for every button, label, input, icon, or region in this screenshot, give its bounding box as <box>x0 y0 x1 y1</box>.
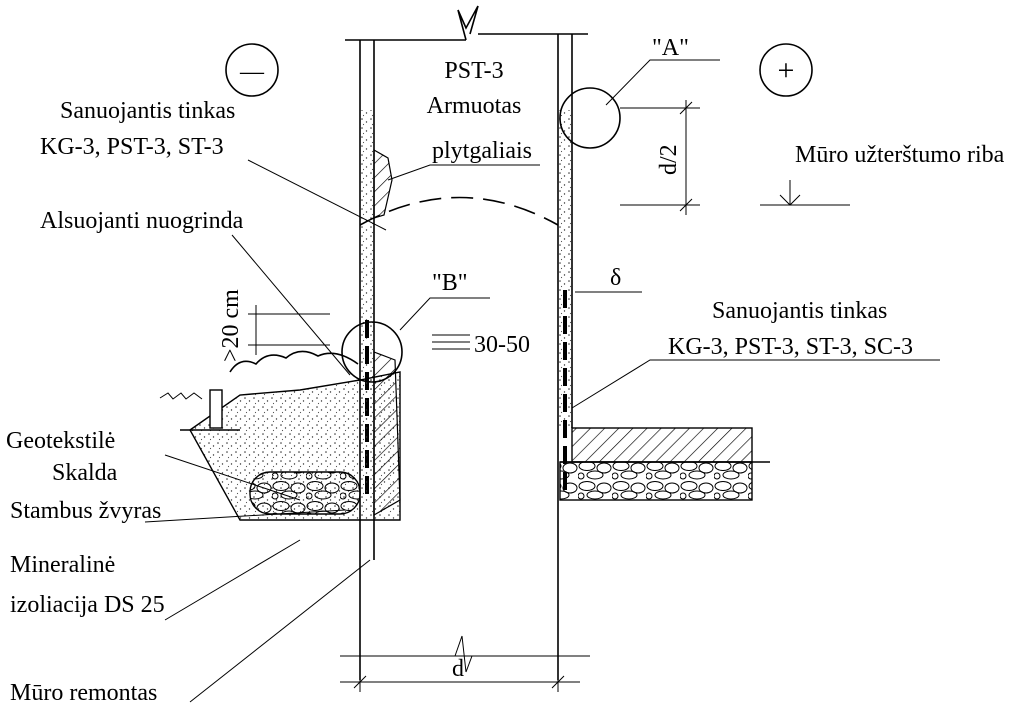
label-detail-a: "A" <box>652 35 689 61</box>
label-muro-remontas: Mūro remontas <box>10 680 157 704</box>
label-sanuojantis-right-1: Sanuojantis tinkas <box>712 298 887 324</box>
label-delta: δ <box>610 265 621 291</box>
label-muro-uzterstumo-riba: Mūro užterštumo riba <box>795 142 1005 168</box>
detail-b-circle <box>341 321 403 383</box>
zone-plus-circle: + <box>759 43 813 97</box>
detail-a-circle <box>559 87 621 149</box>
label-sanuojantis-left-2: KG-3, PST-3, ST-3 <box>40 134 224 160</box>
zone-plus-label: + <box>778 54 795 87</box>
label-sanuojantis-left-1: Sanuojantis tinkas <box>60 98 235 124</box>
leader-lines <box>144 59 940 703</box>
label-mineraline-1: Mineralinė <box>10 552 115 578</box>
label-skalda: Skalda <box>52 460 118 486</box>
label-armuotas: Armuotas <box>427 93 522 119</box>
left-ground <box>159 350 401 521</box>
label-range-30-50: 30-50 <box>474 332 530 358</box>
label-alsuojanti-nuogrinda: Alsuojanti nuogrinda <box>40 208 244 234</box>
label-plytgaliais: plytgaliais <box>432 138 532 164</box>
zone-minus-label: — <box>239 59 265 85</box>
zone-minus-circle: — <box>225 43 279 97</box>
label-pst3: PST-3 <box>444 58 503 84</box>
dimension-lines <box>248 100 700 692</box>
label-sanuojantis-right-2: KG-3, PST-3, ST-3, SC-3 <box>668 334 913 360</box>
label-mineraline-2: izoliacija DS 25 <box>10 592 165 618</box>
right-floor <box>559 427 770 501</box>
label-d-half: d/2 <box>656 144 682 175</box>
label-gt20cm: >20 cm <box>218 289 244 362</box>
label-geotekstile: Geotekstilė <box>6 428 115 454</box>
label-d: d <box>452 656 464 682</box>
label-detail-b: "B" <box>432 270 468 296</box>
label-stambus-zvyras: Stambus žvyras <box>10 498 161 524</box>
